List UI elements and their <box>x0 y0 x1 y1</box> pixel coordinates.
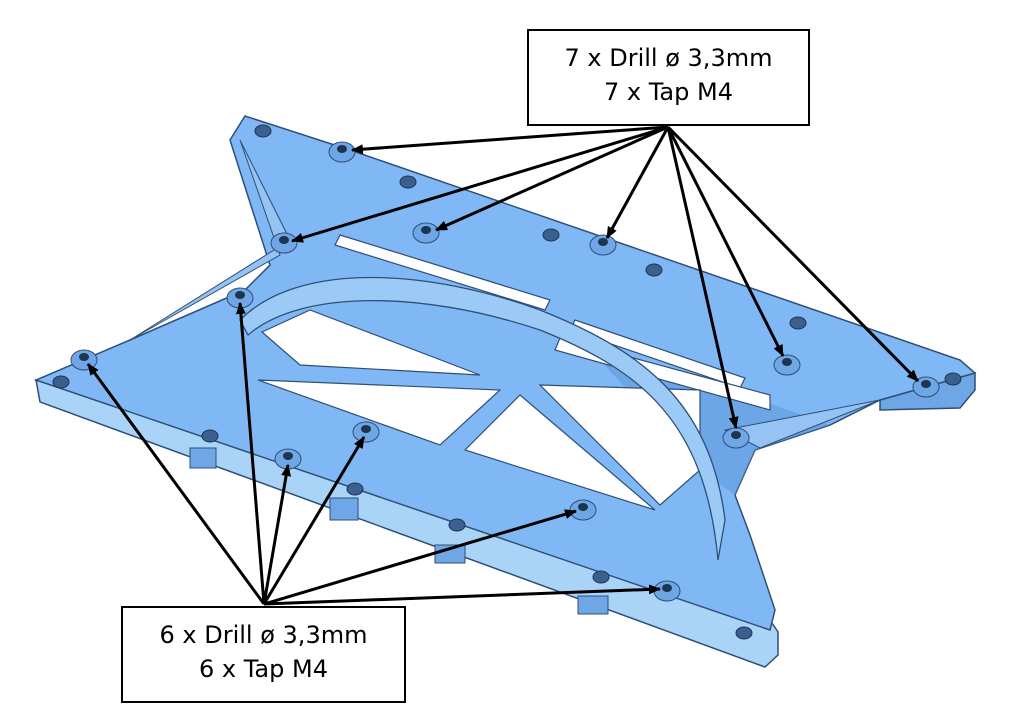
arrow <box>86 363 266 605</box>
boss <box>328 141 356 163</box>
callout-bottom-operations: 6 x Drill ø 3,3mm 6 x Tap M4 <box>121 606 406 703</box>
foot-1 <box>189 447 217 469</box>
hole <box>542 228 560 242</box>
arrow <box>435 125 669 232</box>
arched-rail <box>239 276 726 561</box>
arrow <box>666 126 739 429</box>
foot-4 <box>577 595 609 615</box>
boss <box>653 580 681 602</box>
arrow <box>605 126 670 239</box>
leader-arrows-top <box>291 125 920 429</box>
boss <box>569 499 597 521</box>
boss <box>722 427 750 449</box>
hole <box>735 626 753 640</box>
plain-holes <box>52 124 962 640</box>
boss <box>352 421 380 443</box>
hole <box>789 316 807 330</box>
boss <box>270 232 298 254</box>
arrow <box>666 126 785 357</box>
leader-arrows-bottom <box>86 302 661 606</box>
hole <box>592 570 610 584</box>
hole <box>399 175 417 189</box>
arrow <box>666 125 920 383</box>
boss <box>773 354 801 376</box>
tapped-bosses <box>70 141 940 602</box>
boss <box>274 448 302 470</box>
arrow <box>235 302 266 605</box>
boss <box>412 222 440 244</box>
hole <box>254 124 272 138</box>
arrow <box>291 125 669 243</box>
boss <box>912 376 940 398</box>
callout-top-drill-label: 7 x Drill ø 3,3mm <box>564 44 773 72</box>
hole <box>201 429 219 443</box>
cutout-slot-1 <box>334 234 551 311</box>
callout-top-tap-label: 7 x Tap M4 <box>604 78 733 106</box>
boss <box>70 349 98 371</box>
boss <box>226 287 254 309</box>
cutout-lower-left <box>257 379 502 446</box>
cutout-triangle-left <box>260 309 481 376</box>
cutout-lower-mid <box>463 394 656 511</box>
arrow <box>262 436 366 605</box>
foot-2 <box>329 497 359 521</box>
hole <box>944 372 962 386</box>
hole <box>52 375 70 389</box>
arrow <box>263 584 661 606</box>
boss <box>589 234 617 256</box>
hole <box>448 518 466 532</box>
hole <box>645 263 663 277</box>
callout-bottom-drill-label: 6 x Drill ø 3,3mm <box>159 621 368 649</box>
callout-bottom-tap-label: 6 x Tap M4 <box>199 655 328 683</box>
arrow <box>262 464 292 605</box>
arrow <box>351 125 669 155</box>
fillet-left <box>129 139 291 341</box>
arrow <box>263 509 577 606</box>
hole <box>346 482 364 496</box>
callout-top-operations: 7 x Drill ø 3,3mm 7 x Tap M4 <box>527 29 810 126</box>
